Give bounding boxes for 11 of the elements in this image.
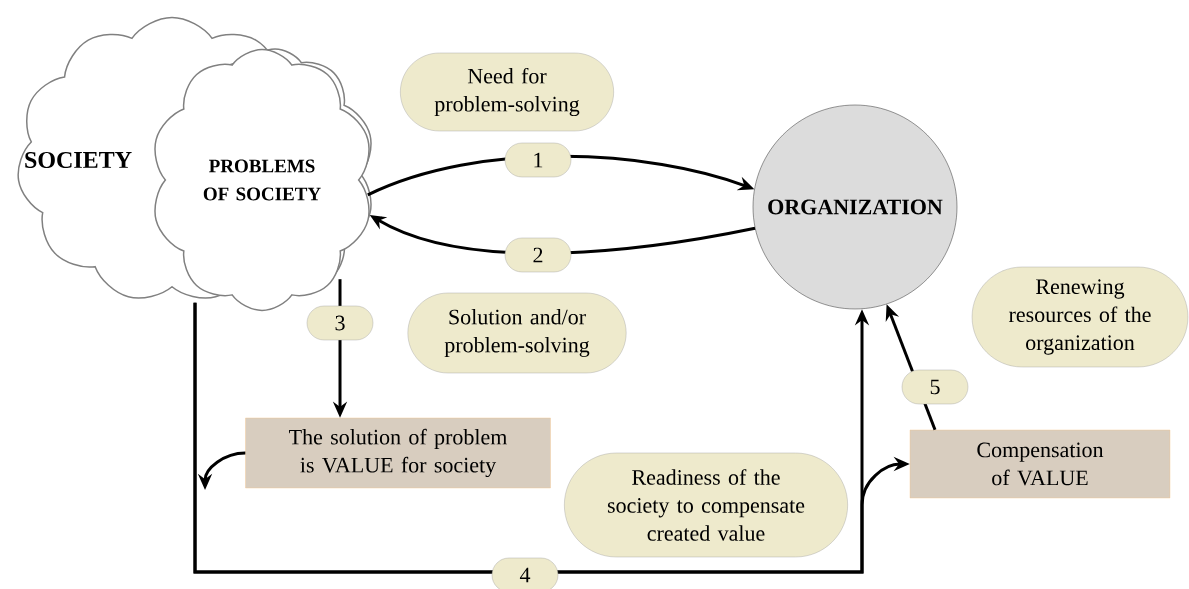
edge-label: 2 [504, 237, 572, 273]
value-box: Compensation of VALUE [909, 429, 1171, 499]
edge-label: 4 [491, 557, 559, 589]
edge-label: 5 [901, 369, 969, 405]
value-box: The solution of problem is VALUE for society [245, 417, 551, 489]
note-pill: Need for problem-solving [400, 52, 614, 132]
note-pill: Readiness of the society to compensate created value [564, 452, 848, 558]
note-pill: Renewing resources of the organization [971, 266, 1189, 368]
edge-label: 3 [306, 305, 374, 341]
note-pill: Solution and/or problem-solving [407, 292, 627, 374]
edge-label: 1 [504, 142, 572, 178]
